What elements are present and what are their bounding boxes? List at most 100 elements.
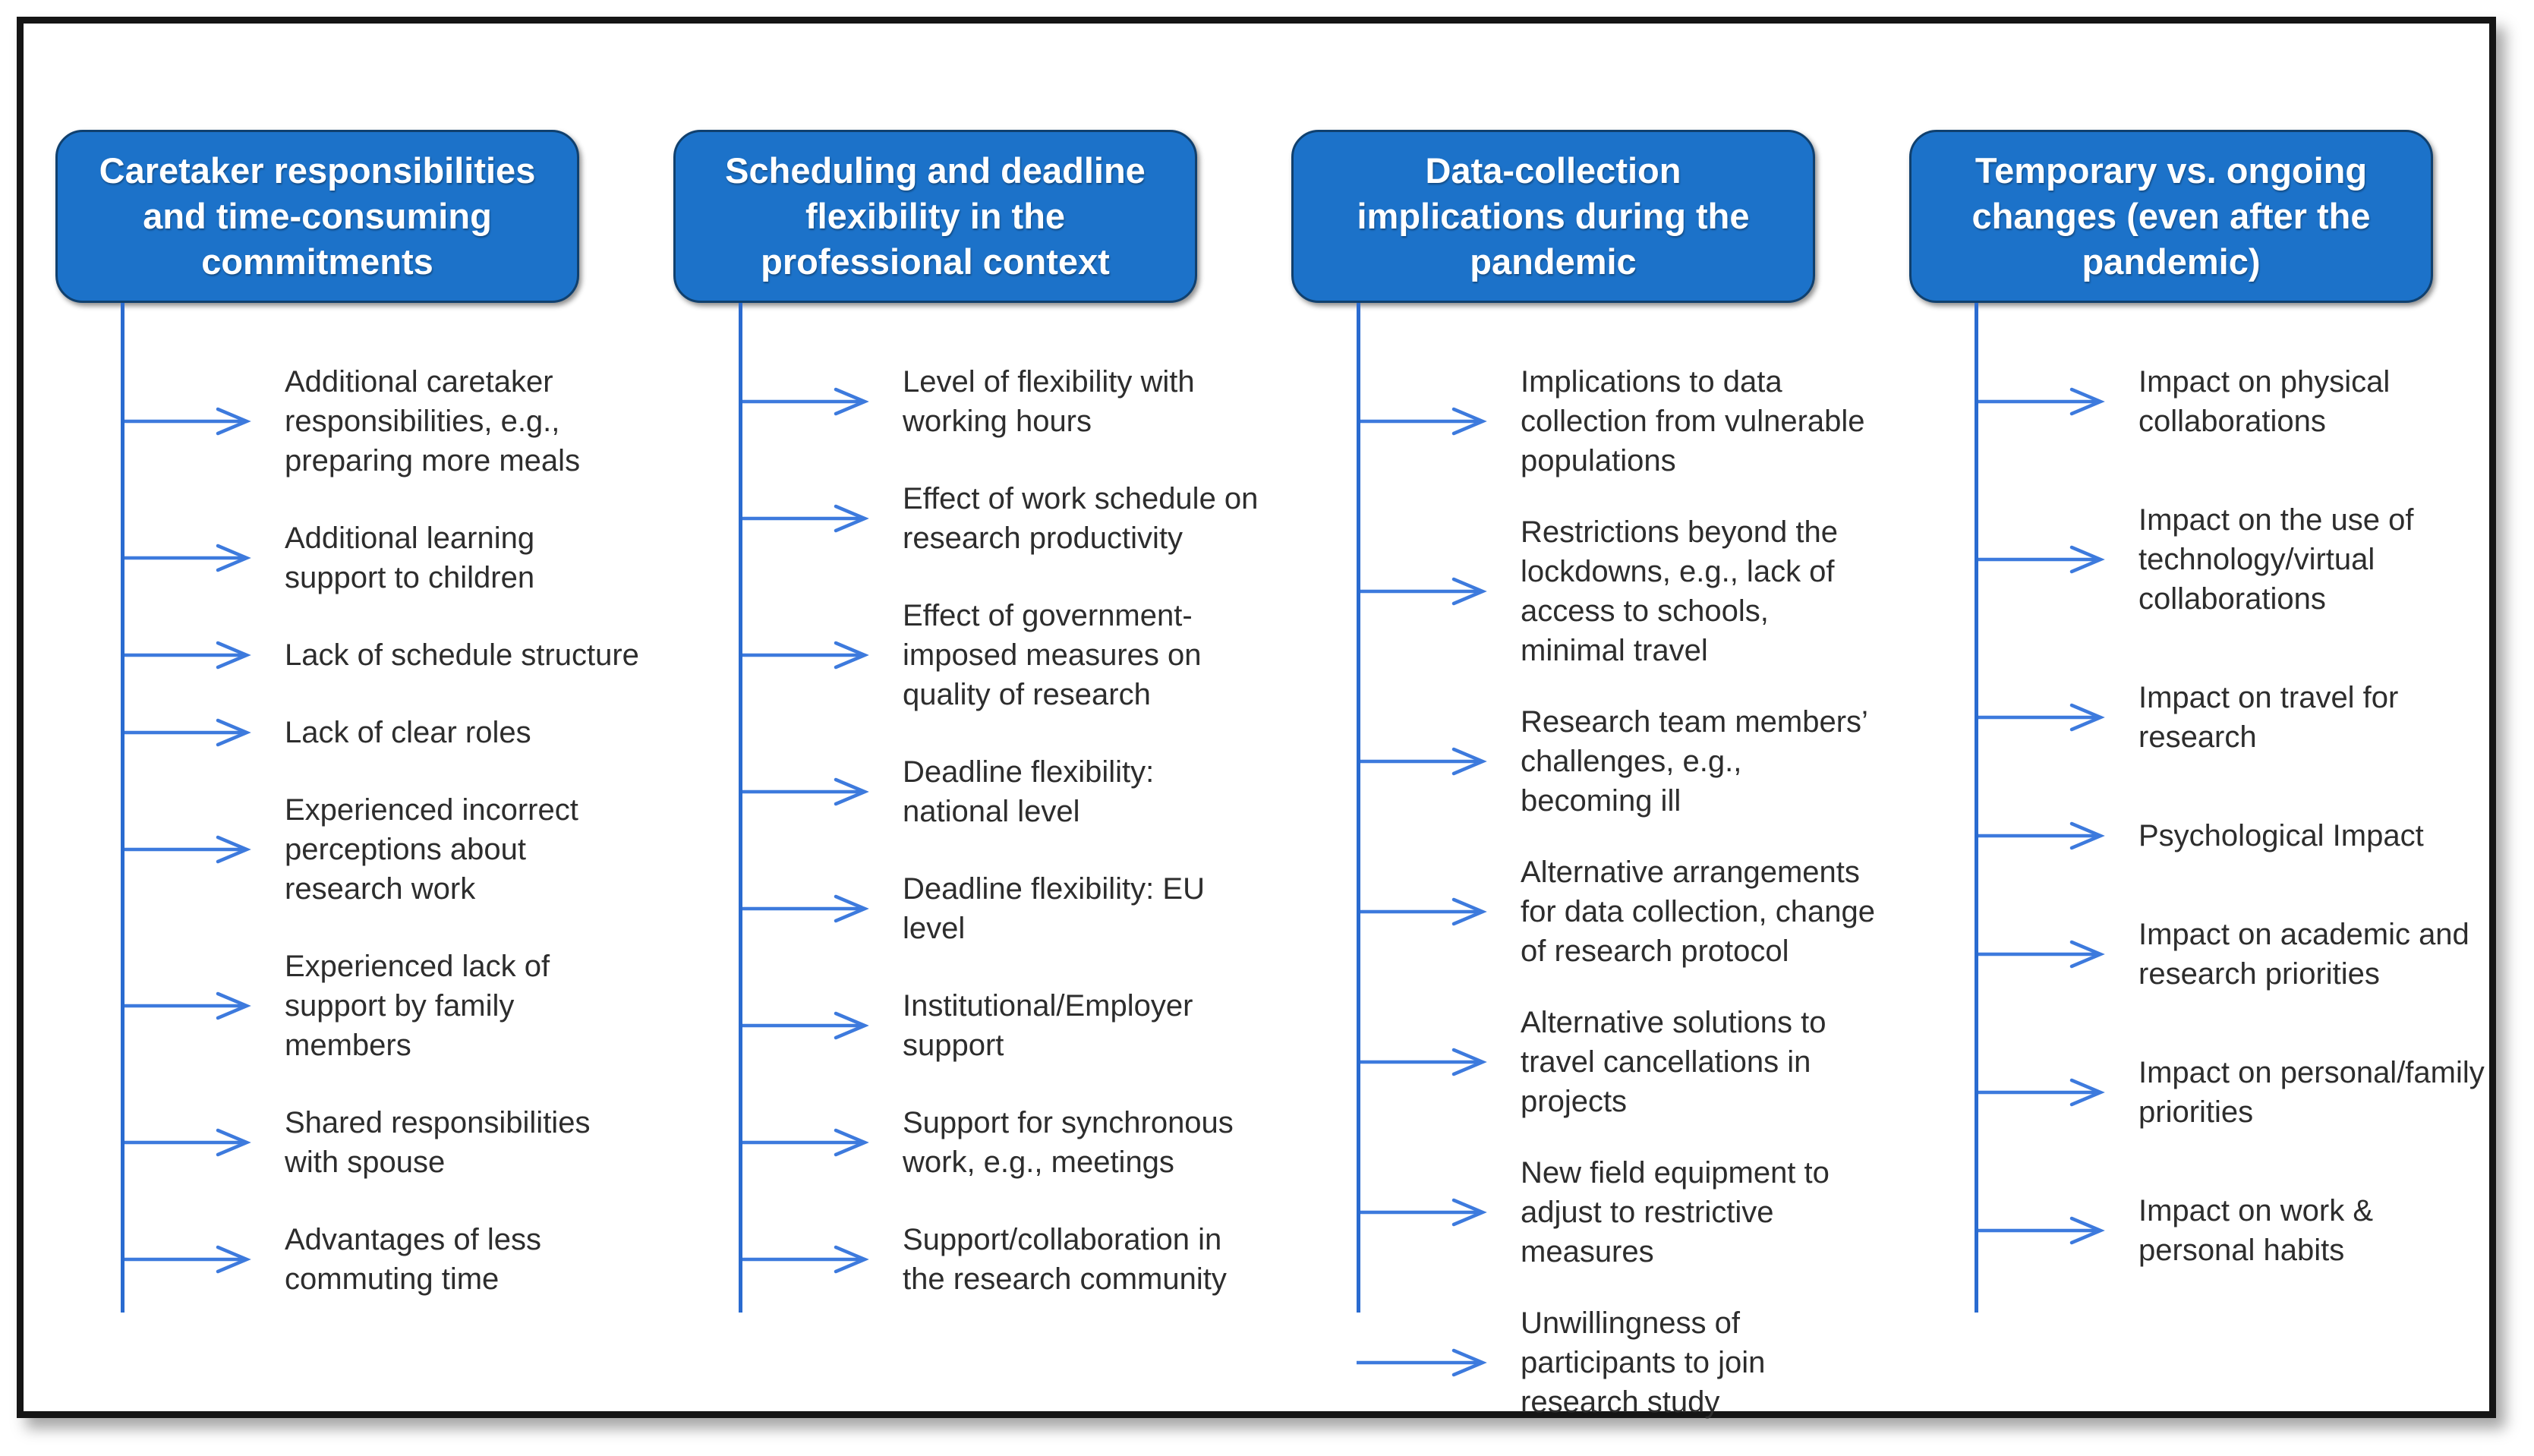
arrow-head [2069, 703, 2105, 732]
item-label: Impact on travel for research [2138, 681, 2399, 754]
list-item: Restrictions beyond the lockdowns, e.g.,… [1357, 512, 1877, 670]
item-label: Psychological Impact [2138, 819, 2424, 852]
category-title: Scheduling and deadline flexibility in t… [725, 150, 1146, 282]
arrow-icon [1975, 1216, 2105, 1245]
item-label: Alternative arrangements for data collec… [1521, 856, 1875, 968]
arrow-icon [121, 718, 251, 747]
category-column-1: Caretaker responsibilities and time-cons… [24, 130, 641, 1411]
item-label: Level of flexibility with working hours [903, 365, 1195, 438]
arrow-icon [121, 991, 251, 1020]
item-label: Impact on the use of technology/virtual … [2138, 503, 2414, 616]
arrow-head [1451, 407, 1487, 436]
arrow-head [1451, 897, 1487, 926]
list-item: Alternative solutions to travel cancella… [1357, 1003, 1877, 1121]
list-item: Deadline flexibility: EU level [739, 869, 1259, 948]
arrow-icon [1357, 1048, 1487, 1076]
arrow-icon [739, 1128, 869, 1157]
arrow-icon [121, 407, 251, 436]
arrow-icon [1975, 940, 2105, 969]
arrow-head [834, 1011, 869, 1040]
category-column-3: Data-collection implications during the … [1259, 130, 1877, 1419]
item-label: Shared responsibilities with spouse [285, 1106, 591, 1179]
list-item: Advantages of less commuting time [121, 1220, 641, 1299]
arrow-head [2069, 821, 2105, 850]
arrow-icon [121, 544, 251, 572]
list-item: New field equipment to adjust to restric… [1357, 1153, 1877, 1272]
arrow-head [216, 544, 251, 572]
arrow-icon [1975, 703, 2105, 732]
list-item: Experienced incorrect perceptions about … [121, 790, 641, 909]
list-item: Alternative arrangements for data collec… [1357, 852, 1877, 971]
item-label: Support for synchronous work, e.g., meet… [903, 1106, 1234, 1179]
item-label: Research team members’ challenges, e.g.,… [1521, 705, 1867, 818]
item-label: Experienced incorrect perceptions about … [285, 793, 578, 906]
arrow-icon [1975, 1078, 2105, 1107]
arrow-icon [1357, 407, 1487, 436]
arrow-icon [1357, 577, 1487, 606]
arrow-head [1451, 1348, 1487, 1377]
trunk-line [1357, 303, 1360, 1313]
item-list: Implications to data collection from vul… [1259, 362, 1877, 1456]
item-label: Support/collaboration in the research co… [903, 1223, 1227, 1296]
arrow-head [216, 718, 251, 747]
item-label: Institutional/Employer support [903, 989, 1193, 1062]
category-header: Scheduling and deadline flexibility in t… [673, 130, 1197, 303]
item-label: Deadline flexibility: EU level [903, 872, 1205, 945]
item-label: Lack of schedule structure [285, 638, 639, 672]
arrow-icon [739, 1245, 869, 1274]
arrow-head [2069, 545, 2105, 574]
arrow-head [2069, 940, 2105, 969]
category-column-4: Temporary vs. ongoing changes (even afte… [1877, 130, 2495, 1411]
item-label: Advantages of less commuting time [285, 1223, 541, 1296]
list-item: Impact on the use of technology/virtual … [1975, 500, 2495, 619]
list-item: Impact on travel for research [1975, 678, 2495, 757]
arrow-icon [739, 1011, 869, 1040]
arrow-head [2069, 1216, 2105, 1245]
list-item: Impact on work & personal habits [1975, 1191, 2495, 1270]
list-item: Additional learning support to children [121, 518, 641, 597]
arrow-head [2069, 1078, 2105, 1107]
list-item: Shared responsibilities with spouse [121, 1103, 641, 1182]
arrow-head [834, 504, 869, 533]
arrow-icon [739, 777, 869, 806]
item-label: Additional caretaker responsibilities, e… [285, 365, 581, 477]
category-header: Temporary vs. ongoing changes (even afte… [1909, 130, 2433, 303]
item-label: Unwillingness of participants to join re… [1521, 1306, 1766, 1419]
list-item: Impact on physical collaborations [1975, 362, 2495, 441]
arrow-icon [121, 1128, 251, 1157]
arrow-icon [739, 504, 869, 533]
arrow-head [216, 1245, 251, 1274]
arrow-head [1451, 1198, 1487, 1227]
item-label: Additional learning support to children [285, 522, 535, 594]
arrow-head [834, 641, 869, 670]
arrow-icon [739, 387, 869, 416]
list-item: Psychological Impact [1975, 816, 2495, 856]
arrow-head [834, 387, 869, 416]
item-label: New field equipment to adjust to restric… [1521, 1156, 1830, 1268]
category-header: Caretaker responsibilities and time-cons… [55, 130, 579, 303]
arrow-head [1451, 1048, 1487, 1076]
trunk-line [739, 303, 742, 1313]
list-item: Support/collaboration in the research co… [739, 1220, 1259, 1299]
trunk-line [1975, 303, 1978, 1313]
list-item: Research team members’ challenges, e.g.,… [1357, 702, 1877, 821]
category-column-2: Scheduling and deadline flexibility in t… [641, 130, 1259, 1411]
list-item: Institutional/Employer support [739, 986, 1259, 1065]
item-label: Impact on physical collaborations [2138, 365, 2391, 438]
arrow-icon [1357, 1198, 1487, 1227]
arrow-head [834, 777, 869, 806]
item-label: Implications to data collection from vul… [1521, 365, 1865, 477]
arrow-icon [1975, 545, 2105, 574]
list-item: Deadline flexibility: national level [739, 752, 1259, 831]
category-title: Caretaker responsibilities and time-cons… [99, 150, 536, 282]
list-item: Level of flexibility with working hours [739, 362, 1259, 441]
arrow-head [834, 894, 869, 923]
arrow-icon [1975, 821, 2105, 850]
columns-container: Caretaker responsibilities and time-cons… [24, 24, 2489, 1419]
category-title: Temporary vs. ongoing changes (even afte… [1971, 150, 2371, 282]
list-item: Impact on academic and research prioriti… [1975, 915, 2495, 994]
arrow-head [216, 991, 251, 1020]
arrow-head [834, 1128, 869, 1157]
arrow-icon [121, 641, 251, 670]
